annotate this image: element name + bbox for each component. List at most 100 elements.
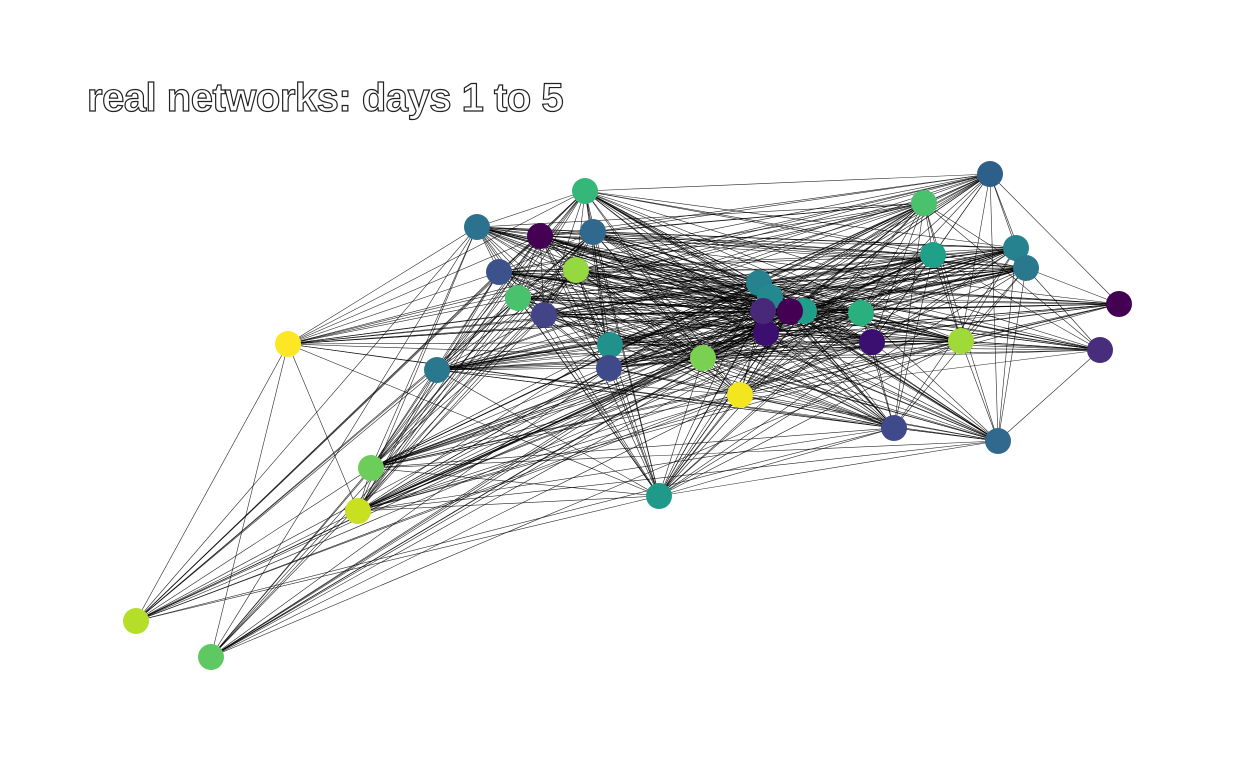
edge-n4-n10 xyxy=(539,235,611,346)
edge-n12-n21 xyxy=(436,341,873,371)
node-n15 xyxy=(646,483,672,509)
edge-n2-n27 xyxy=(584,190,1027,269)
edge-n12-n26 xyxy=(436,247,1017,371)
node-n8 xyxy=(505,285,531,311)
edge-n8-n35 xyxy=(135,297,519,622)
edge-n2-n26 xyxy=(584,190,1017,249)
edge-n25-n31 xyxy=(989,173,999,442)
edge-n21-n23 xyxy=(871,202,925,343)
edge-n5-n37 xyxy=(592,231,764,312)
edge-n7-n12 xyxy=(436,269,577,371)
edge-n15-n20 xyxy=(658,312,862,497)
edge-n12-n14 xyxy=(436,369,741,396)
edge-n14-n33 xyxy=(357,394,741,512)
edge-n3-n30 xyxy=(476,226,895,429)
node-n28 xyxy=(1106,291,1132,317)
edge-n22-n28 xyxy=(960,303,1120,342)
edge-n5-n23 xyxy=(592,202,925,233)
node-n7 xyxy=(563,257,589,283)
node-n26 xyxy=(1003,235,1029,261)
edge-n9-n23 xyxy=(543,202,925,316)
edge-n5-n36 xyxy=(210,231,594,658)
edge-n5-n33 xyxy=(357,231,594,512)
edge-n22-n29 xyxy=(960,340,1101,351)
graph-title: real networks: days 1 to 5 xyxy=(86,76,564,120)
edge-n22-n27 xyxy=(960,267,1027,342)
edge-n1-n23 xyxy=(287,202,925,345)
edge-n22-n33 xyxy=(357,340,962,512)
edge-n30-n33 xyxy=(357,427,895,512)
edge-n23-n30 xyxy=(893,202,925,429)
edge-n9-n18 xyxy=(543,296,771,316)
edge-n19-n36 xyxy=(210,332,767,658)
edge-n21-n32 xyxy=(370,341,873,469)
edge-n8-n12 xyxy=(436,297,519,371)
node-n13 xyxy=(690,345,716,371)
edge-n20-n24 xyxy=(860,254,934,314)
node-layer xyxy=(123,161,1132,670)
edge-n4-n25 xyxy=(539,173,991,237)
edge-n14-n28 xyxy=(739,303,1120,396)
node-n11 xyxy=(596,355,622,381)
edge-n25-n32 xyxy=(370,173,991,469)
edge-n27-n38 xyxy=(789,267,1027,312)
edge-n13-n16 xyxy=(702,282,760,359)
edge-n26-n34 xyxy=(803,247,1017,312)
edge-n7-n14 xyxy=(575,269,741,396)
edge-n27-n29 xyxy=(1025,267,1101,351)
edge-n15-n32 xyxy=(370,467,660,497)
edge-n22-n26 xyxy=(960,247,1017,342)
edge-n26-n31 xyxy=(997,247,1017,442)
node-n30 xyxy=(881,415,907,441)
edge-n5-n27 xyxy=(592,231,1027,269)
edge-n9-n14 xyxy=(543,314,741,396)
edge-n20-n35 xyxy=(135,312,862,622)
edge-n11-n36 xyxy=(210,367,610,658)
edge-n22-n31 xyxy=(960,340,999,442)
edge-n31-n33 xyxy=(357,440,999,512)
edge-n29-n31 xyxy=(997,349,1101,442)
edge-n36-n38 xyxy=(210,310,791,658)
edge-n12-n35 xyxy=(135,369,438,622)
edge-n1-n36 xyxy=(210,343,289,658)
edge-n12-n32 xyxy=(370,369,438,469)
edge-n15-n33 xyxy=(357,495,660,512)
edge-n20-n22 xyxy=(860,312,962,342)
edge-n31-n32 xyxy=(370,440,999,469)
edge-n31-n38 xyxy=(789,310,999,442)
edge-n3-n35 xyxy=(135,226,478,622)
edge-n15-n22 xyxy=(658,340,962,497)
edge-n21-n30 xyxy=(871,341,895,429)
edge-n18-n24 xyxy=(769,254,934,298)
edge-n15-n35 xyxy=(135,495,660,622)
edge-n5-n29 xyxy=(592,231,1101,351)
edge-n32-n34 xyxy=(370,310,805,469)
edge-n24-n34 xyxy=(803,254,934,312)
node-n37 xyxy=(750,298,776,324)
node-n14 xyxy=(727,382,753,408)
edge-n6-n28 xyxy=(498,271,1120,305)
edge-n7-n25 xyxy=(575,173,991,271)
node-n1 xyxy=(275,331,301,357)
edge-n14-n31 xyxy=(739,394,999,442)
edge-n18-n28 xyxy=(769,296,1120,305)
edge-n21-n31 xyxy=(871,341,999,442)
edge-n3-n36 xyxy=(210,226,478,658)
edge-n8-n33 xyxy=(357,297,519,512)
node-n36 xyxy=(198,644,224,670)
edge-n12-n33 xyxy=(357,369,438,512)
edge-n25-n33 xyxy=(357,173,991,512)
edge-n22-n32 xyxy=(370,340,962,469)
edge-n1-n3 xyxy=(287,226,478,345)
node-n12 xyxy=(424,357,450,383)
edge-n10-n33 xyxy=(357,344,611,512)
node-n20 xyxy=(848,300,874,326)
edge-n32-n38 xyxy=(370,310,791,469)
edge-n7-n28 xyxy=(575,269,1120,305)
edge-n25-n26 xyxy=(989,173,1017,249)
node-n25 xyxy=(977,161,1003,187)
edge-n19-n30 xyxy=(765,332,895,429)
edge-n1-n7 xyxy=(287,269,577,345)
edge-n14-n35 xyxy=(135,394,741,622)
